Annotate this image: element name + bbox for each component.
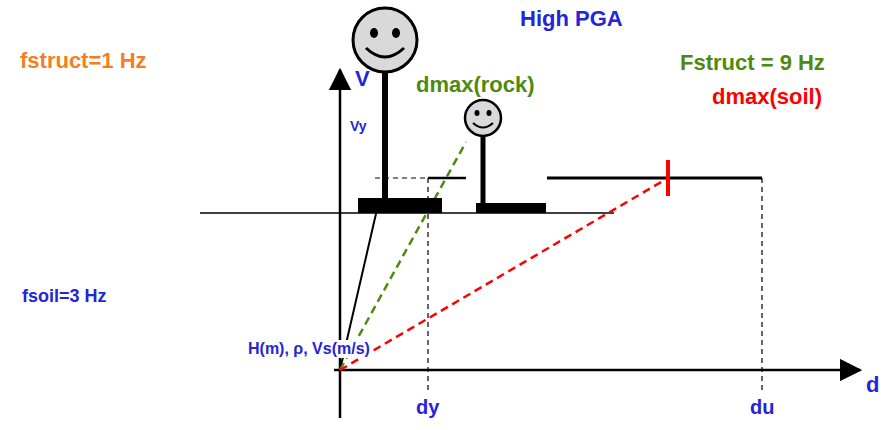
axis-label: d (866, 372, 879, 397)
plateau-line (547, 177, 762, 180)
smiley-mouth (473, 123, 493, 128)
d-axis (334, 369, 860, 372)
tall-column (382, 72, 388, 200)
load-level-label: High PGA (520, 6, 623, 31)
frequency-label: Fstruct = 9 Hz (680, 50, 825, 75)
soil-property-label: H(m), ρ, Vs(m/s) (246, 340, 372, 358)
frequency-label: fsoil=3 Hz (22, 286, 107, 307)
smiley-eye (475, 110, 480, 116)
demand-label: dmax(soil) (712, 84, 822, 109)
plateau-line (428, 177, 466, 180)
axis-label: V (355, 66, 370, 91)
yield-force-label: Vy (350, 118, 367, 134)
dimension-label: du (750, 396, 774, 419)
smiley-head (465, 100, 501, 136)
foundation-slab (476, 203, 546, 213)
foundation-slab (358, 198, 442, 213)
smiley-mouth (366, 48, 404, 57)
frequency-label: fstruct=1 Hz (20, 48, 147, 73)
smiley-head (353, 8, 417, 72)
dimension-label: dy (416, 396, 439, 419)
du-dashed-line (761, 178, 762, 393)
smiley-eye (487, 110, 492, 116)
dmax-soil-tick (666, 160, 670, 196)
soil-demand-line (340, 178, 668, 370)
smiley-eye (392, 28, 400, 38)
rock-demand-line (340, 142, 466, 370)
demand-label: dmax(rock) (414, 72, 537, 97)
short-column (481, 136, 486, 205)
smiley-eye (370, 28, 378, 38)
